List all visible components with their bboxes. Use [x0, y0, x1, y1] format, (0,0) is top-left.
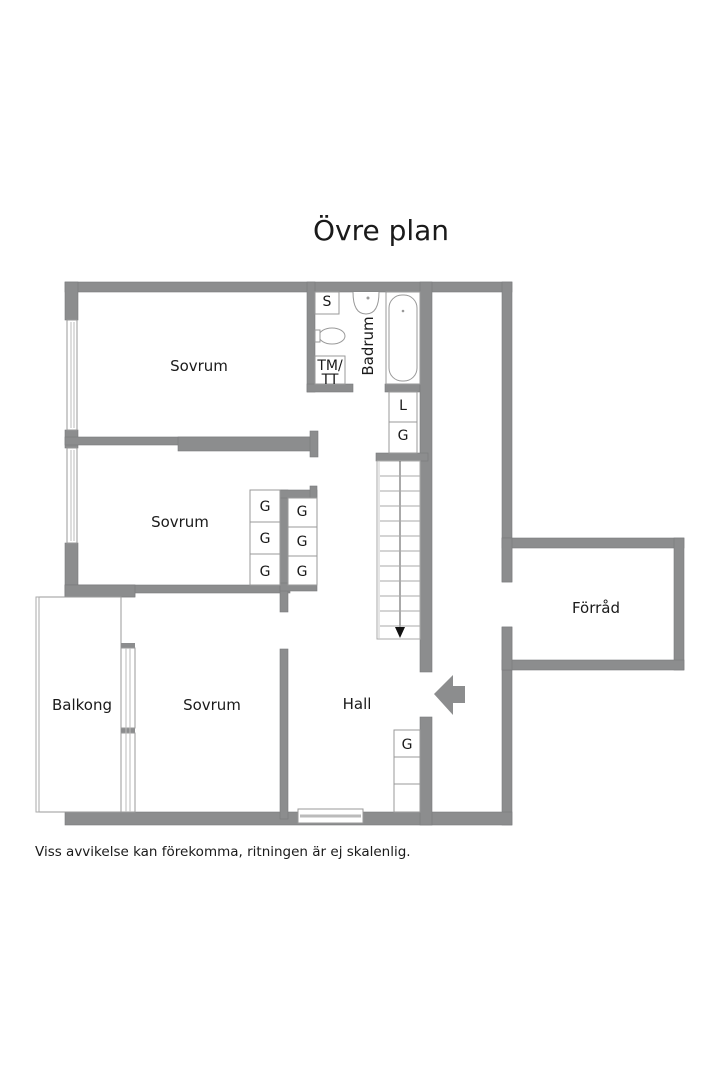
closets-hall: [393, 729, 421, 813]
fixture-label-tt: TT: [321, 372, 339, 388]
window-left-mid: [66, 447, 78, 544]
closet-label-g: G: [259, 499, 271, 515]
closet-label-g: G: [259, 564, 271, 580]
closet-label-g: G: [296, 504, 308, 520]
forrad-walls: [501, 537, 685, 671]
fixture-label-s: S: [322, 294, 332, 310]
closet-label-g: G: [401, 737, 413, 753]
fixture-label-tm: TM/: [317, 358, 343, 374]
window-left-top: [66, 319, 78, 431]
closets-mid-right: [287, 497, 318, 586]
room-label-sovrum-bottom: Sovrum: [183, 696, 241, 714]
room-label-sovrum-mid: Sovrum: [151, 513, 209, 531]
closet-label-g: G: [296, 564, 308, 580]
closet-label-g: G: [296, 534, 308, 550]
closet-label-g: G: [259, 531, 271, 547]
bathroom-fixtures: [314, 291, 421, 385]
room-label-sovrum-top: Sovrum: [170, 357, 228, 375]
staircase: [376, 460, 421, 640]
room-label-badrum: Badrum: [359, 316, 377, 376]
disclaimer-text: Viss avvikelse kan förekomma, ritningen …: [35, 844, 411, 860]
fixture-label-l: L: [399, 398, 407, 414]
stair-treads: [380, 475, 420, 627]
window-bottom-hall: [297, 808, 364, 824]
closets-mid-left: [249, 489, 281, 586]
closet-label-g: G: [397, 428, 409, 444]
entry-arrow-icon: [434, 675, 465, 715]
room-label-hall: Hall: [342, 695, 372, 713]
room-label-balkong: Balkong: [51, 696, 113, 714]
plan-title: Övre plan: [312, 214, 450, 247]
room-label-forrad: Förråd: [571, 599, 621, 617]
closets-L-G: [388, 391, 418, 454]
balcony: [35, 596, 136, 813]
